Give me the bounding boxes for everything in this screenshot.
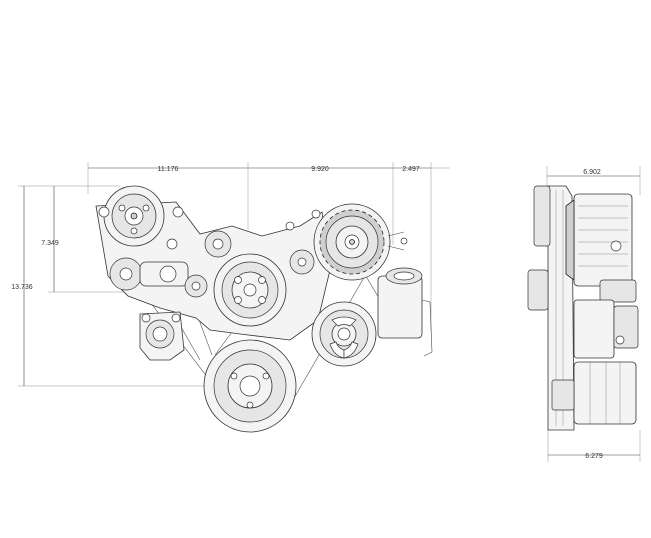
dim-front-left-inner: 7.349 [41,240,59,247]
dim-side-bottom: 6.279 [585,453,603,460]
front-top-dimension-lines [87,162,450,330]
dim-front-top-3: 2.497 [402,166,420,173]
front-view-engine [95,185,433,433]
dim-front-top-2: 9.920 [311,166,329,173]
side-view-engine [527,185,639,431]
dim-front-top-1: 11.176 [158,166,179,173]
dim-side-top: 6.902 [583,169,601,176]
dim-front-left-outer: 13.736 [11,284,33,291]
side-bottom-dimension-lines [547,430,641,462]
